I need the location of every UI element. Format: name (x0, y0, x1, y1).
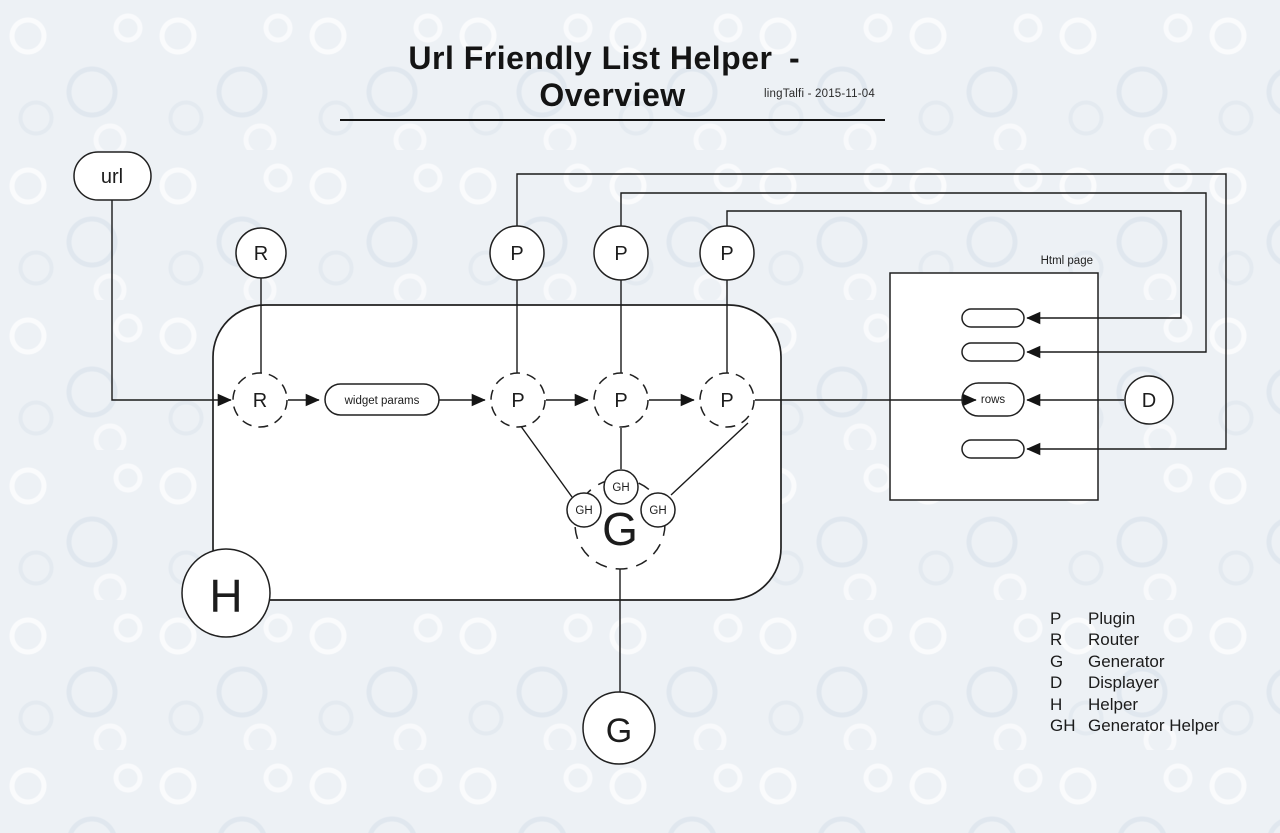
displayer-label: D (1142, 390, 1156, 412)
helper-label: H (209, 570, 242, 622)
legend-item: G Generator (1050, 651, 1219, 673)
plugin-node-dashed-2 (593, 372, 649, 428)
connector-url-to-router (111, 200, 232, 407)
widget-params-node (324, 383, 440, 416)
url-label: url (101, 166, 123, 188)
url-node (73, 151, 152, 201)
gh-right-label: GH (649, 505, 666, 517)
legend-label: Router (1088, 630, 1140, 650)
legend-label: Plugin (1088, 608, 1136, 628)
connectors (111, 173, 1227, 692)
plugin-top-3-label: P (720, 243, 733, 265)
router-dashed-label: R (253, 390, 267, 412)
legend-item: H Helper (1050, 694, 1219, 716)
plugin-node-top-1 (489, 225, 545, 281)
rows-node (961, 382, 1025, 417)
legend-item: GH Generator Helper (1050, 716, 1219, 738)
legend-key: D (1050, 673, 1063, 693)
legend-key: P (1050, 608, 1062, 628)
generator-helper-node-left (566, 492, 602, 528)
legend-item: P Plugin (1050, 608, 1219, 630)
router-node-top (235, 227, 287, 279)
gh-left-label: GH (575, 505, 592, 517)
page-title-text: Url Friendly List Helper - Overview (340, 40, 885, 121)
author-date: lingTalfi - 2015-11-04 (764, 88, 875, 100)
legend-key: R (1050, 630, 1063, 650)
plugin-dashed-3-label: P (720, 390, 733, 412)
generator-dashed-label: G (602, 503, 638, 555)
html-slot-1 (961, 308, 1025, 328)
html-slot-2 (961, 342, 1025, 362)
router-node-dashed (232, 372, 288, 428)
plugin-dashed-1-label: P (511, 390, 524, 412)
gh-top-label: GH (612, 482, 629, 494)
connector-plugin3-to-slot1 (726, 210, 1182, 325)
plugin-node-top-2 (593, 225, 649, 281)
legend-label: Helper (1088, 694, 1139, 714)
widget-params-label: widget params (344, 395, 420, 407)
html-page-label: Html page (1040, 255, 1093, 267)
helper-container-box (212, 304, 782, 601)
legend-label: Generator Helper (1088, 716, 1220, 736)
connector-plugin2-to-slot2 (620, 192, 1207, 359)
page-title: Url Friendly List Helper - Overview (340, 40, 885, 121)
connector-plugin1-to-slot4 (516, 173, 1227, 456)
plugin-top-1-label: P (510, 243, 523, 265)
plugin-node-dashed-1 (490, 372, 546, 428)
nodes (73, 151, 1174, 765)
displayer-node (1124, 375, 1174, 425)
rows-label: rows (981, 394, 1006, 406)
legend-key: G (1050, 651, 1064, 671)
generator-label: G (606, 712, 632, 750)
node-labels: url R P P P R widget params P P P GH GH … (101, 166, 1156, 750)
generator-helper-node-right (640, 492, 676, 528)
legend-label: Generator (1088, 651, 1165, 671)
legend-label: Displayer (1088, 673, 1159, 693)
plugin-node-top-3 (699, 225, 755, 281)
legend-item: R Router (1050, 630, 1219, 652)
legend: P Plugin R Router G Generator D Displaye… (1050, 608, 1219, 737)
html-page-box (889, 272, 1099, 501)
generator-node (582, 691, 656, 765)
plugin-top-2-label: P (614, 243, 627, 265)
connector-plugin3-to-gh-right (670, 422, 749, 496)
router-top-label: R (254, 243, 268, 265)
legend-item: D Displayer (1050, 673, 1219, 695)
helper-node (181, 548, 271, 638)
legend-key: GH (1050, 716, 1076, 736)
plugin-node-dashed-3 (699, 372, 755, 428)
legend-key: H (1050, 694, 1063, 714)
plugin-dashed-2-label: P (614, 390, 627, 412)
generator-helper-node-top (603, 469, 639, 505)
connector-plugin1-to-gh-left (519, 424, 573, 498)
html-slot-4 (961, 439, 1025, 459)
